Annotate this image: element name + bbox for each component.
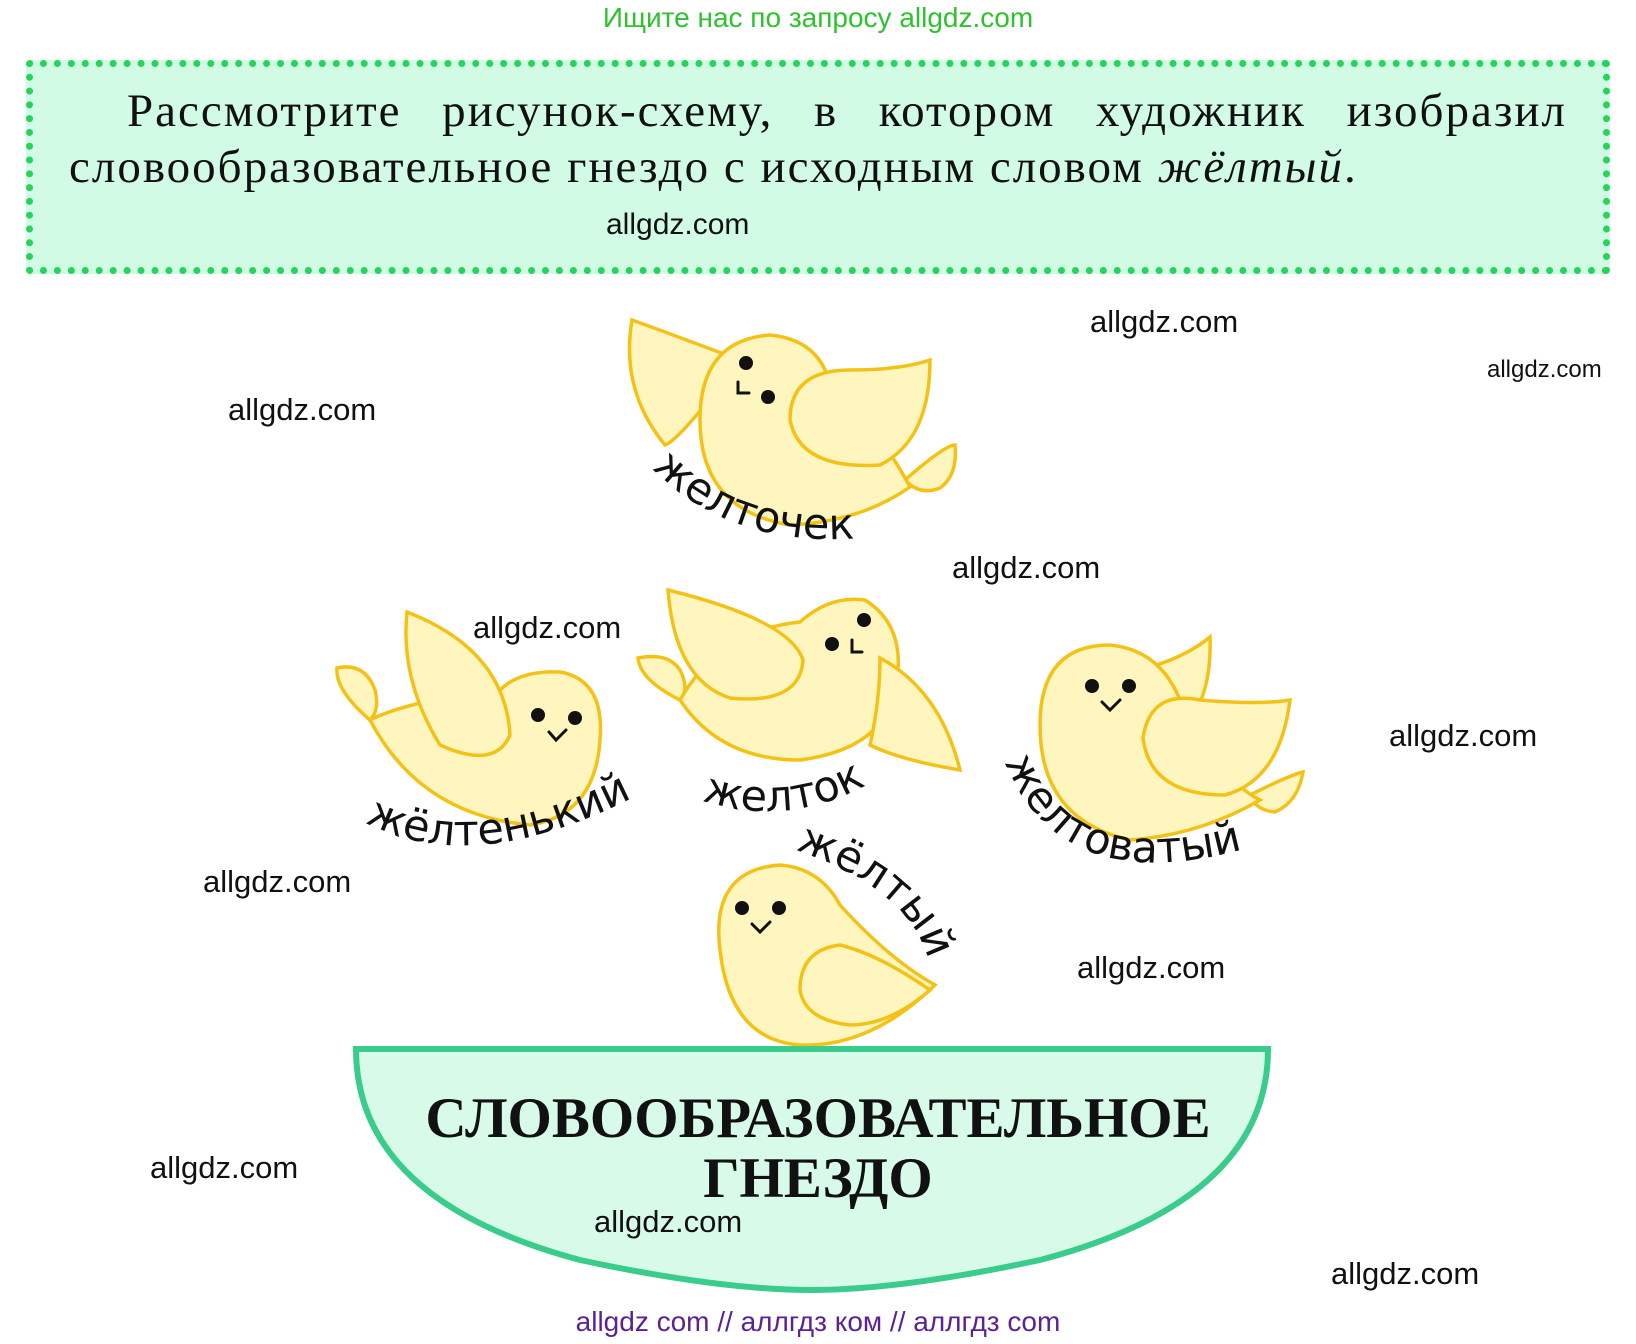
- bird-zheltochek-back-wing: [627, 317, 743, 448]
- bird-zheltok: [636, 587, 963, 773]
- task-text: Рассмотрите рисунок-схему, в котором худ…: [69, 83, 1567, 195]
- bird-zheltochek-wing: [788, 357, 932, 468]
- bird-zheltovatyy-tail: [1247, 769, 1306, 814]
- footer-links[interactable]: allgdz com // аллгдз ком // аллгдз com: [575, 1306, 1061, 1337]
- watermark[interactable]: allgdz.com: [473, 610, 622, 645]
- watermark[interactable]: allgdz.com: [203, 864, 352, 899]
- search-hint[interactable]: Ищите нас по запросу allgdz.com: [602, 2, 1034, 33]
- watermark[interactable]: allgdz.com: [606, 208, 750, 241]
- bird-zheltenkiy-eye: [568, 711, 582, 725]
- bird-zheltok-eye: [825, 637, 839, 651]
- bird-zheltyy-eye: [735, 901, 749, 915]
- bird-zheltok-wing: [666, 587, 805, 701]
- bird-zheltovatyy-mouth: [1100, 698, 1122, 713]
- bird-zheltenkiy: [335, 609, 603, 827]
- watermark[interactable]: allgdz.com: [1389, 718, 1538, 753]
- watermark[interactable]: allgdz.com: [1090, 304, 1239, 339]
- bird-zheltochek-eye: [739, 356, 753, 370]
- nest-bowl: [352, 1046, 1272, 1294]
- bird-zheltyy: [717, 863, 938, 1047]
- bird-zheltyy-eye: [772, 901, 786, 915]
- bird-zheltovatyy-eye: [1085, 679, 1099, 693]
- task-box: Рассмотрите рисунок-схему, в котором худ…: [26, 60, 1610, 274]
- task-text-end: .: [1343, 141, 1358, 193]
- bird-zheltochek-mouth: [736, 380, 751, 395]
- watermark[interactable]: allgdz.com: [952, 550, 1101, 585]
- watermark[interactable]: allgdz.com: [1077, 950, 1226, 985]
- nest-title-line1: СЛОВООБРАЗОВАТЕЛЬНОЕ: [425, 1087, 1211, 1150]
- bird-zheltok-tail: [636, 654, 687, 703]
- bird-zheltenkiy-mouth: [547, 728, 568, 743]
- bird-zheltyy-mouth: [750, 920, 772, 935]
- watermark[interactable]: allgdz.com: [1331, 1256, 1480, 1291]
- bird-zheltok-eye: [857, 613, 871, 627]
- bird-zheltovatyy-wing: [1141, 696, 1293, 797]
- bird-zheltochek: [627, 317, 958, 527]
- bird-zheltochek-eye: [761, 390, 775, 404]
- bird-zheltovatyy: [1038, 633, 1306, 842]
- bird-zheltyy-wing: [798, 943, 933, 1027]
- task-text-main: Рассмотрите рисунок-схему, в котором худ…: [69, 85, 1567, 193]
- bird-zheltovatyy-eye: [1122, 679, 1136, 693]
- bird-zheltochek-tail: [902, 443, 958, 493]
- watermark[interactable]: allgdz.com: [228, 392, 377, 427]
- bird-zheltok-back-wing: [867, 655, 963, 773]
- watermark[interactable]: allgdz.com: [594, 1204, 743, 1239]
- bird-zheltok-mouth: [850, 638, 864, 654]
- watermark[interactable]: allgdz.com: [150, 1150, 299, 1185]
- watermark[interactable]: allgdz.com: [1487, 356, 1602, 383]
- nest-title-line2: ГНЕЗДО: [703, 1147, 933, 1210]
- task-word: жёлтый: [1157, 141, 1344, 193]
- bird-zheltenkiy-tail: [335, 665, 379, 723]
- bird-zheltenkiy-eye: [531, 708, 545, 722]
- bird-zheltenkiy-wing: [404, 609, 512, 758]
